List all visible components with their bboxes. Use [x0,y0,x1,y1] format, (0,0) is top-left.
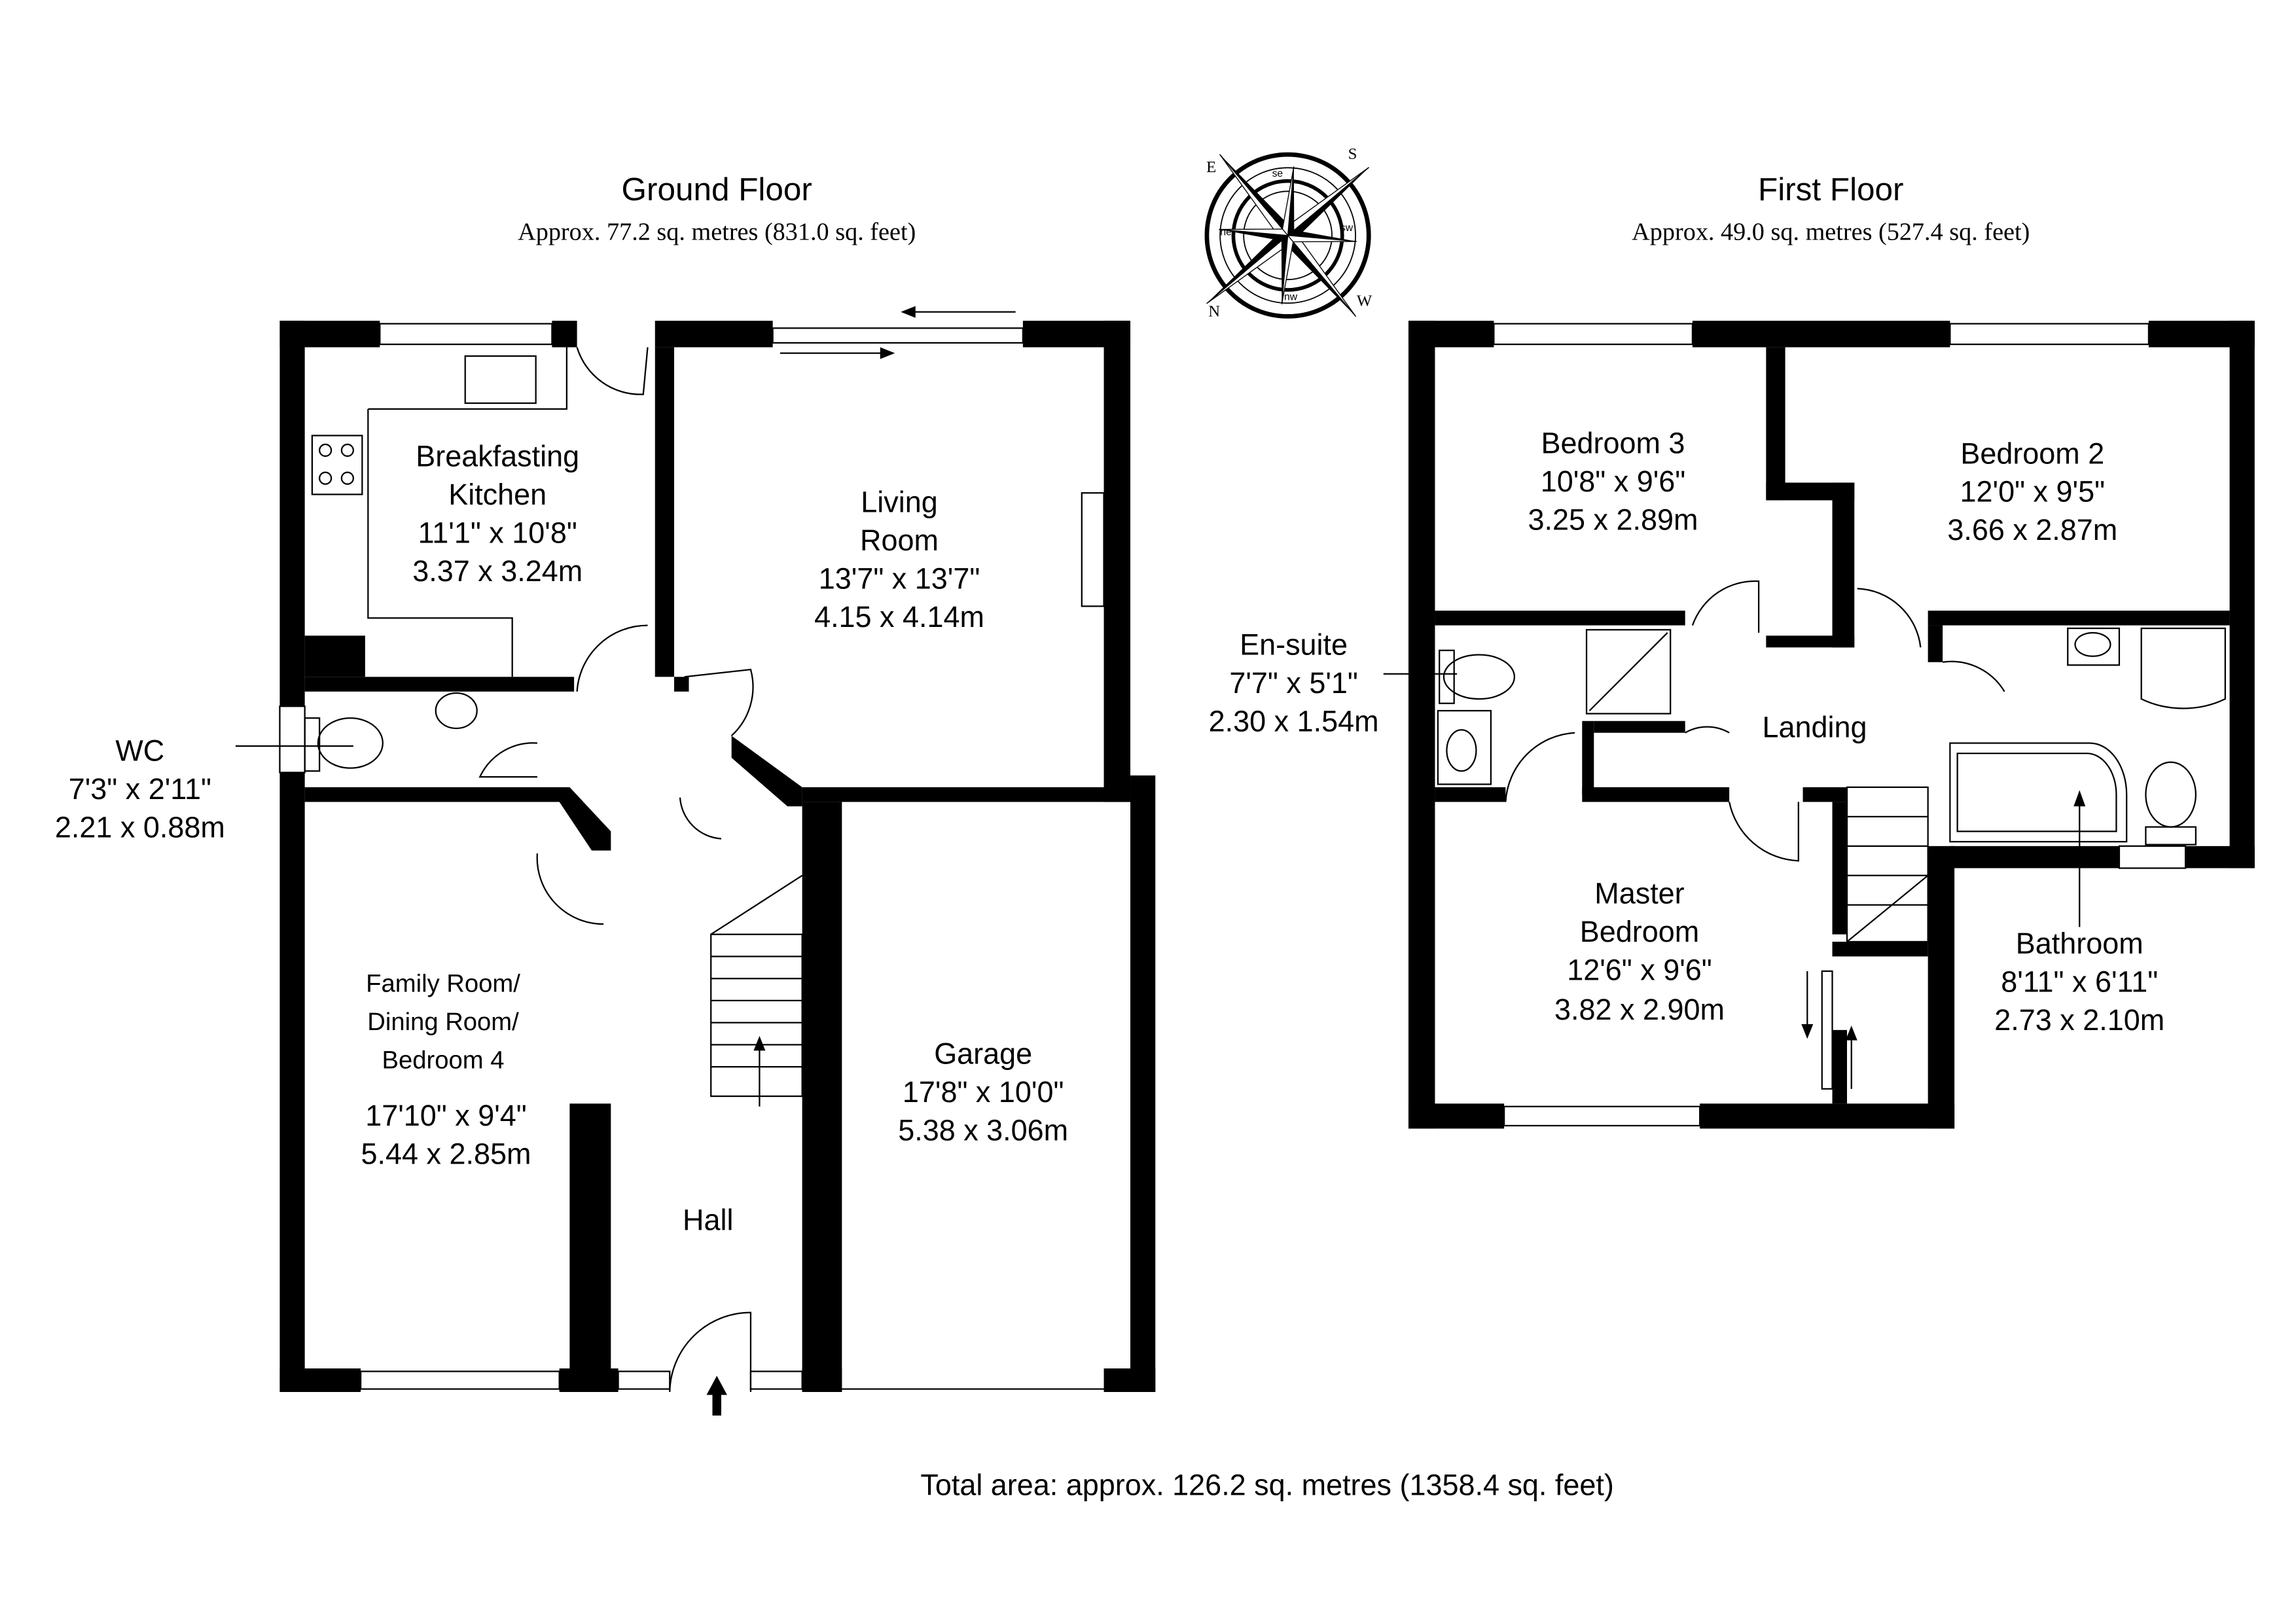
svg-text:2.30 x 1.54m: 2.30 x 1.54m [1209,704,1379,738]
svg-text:2.73 x 2.10m: 2.73 x 2.10m [1994,1003,2164,1037]
first-floor-walls [1383,321,2255,1129]
svg-text:Bedroom: Bedroom [1580,915,1699,948]
total-area: Total area: approx. 126.2 sq. metres (13… [920,1468,1614,1501]
svg-text:17'10" x 9'4": 17'10" x 9'4" [365,1099,527,1132]
room-bedroom-3: Bedroom 3 10'8" x 9'6" 3.25 x 2.89m [1528,427,1698,537]
room-garage: Garage 17'8" x 10'0" 5.38 x 3.06m [898,1037,1068,1147]
svg-text:7'3" x 2'11": 7'3" x 2'11" [69,772,211,806]
svg-text:4.15 x 4.14m: 4.15 x 4.14m [814,600,984,633]
svg-text:N: N [1208,302,1220,320]
room-family: Family Room/ Dining Room/ Bedroom 4 17'1… [361,969,531,1170]
svg-text:5.38 x 3.06m: 5.38 x 3.06m [898,1114,1068,1147]
room-landing: Landing [1763,710,1867,743]
room-master-bedroom: Master Bedroom 12'6" x 9'6" 3.82 x 2.90m [1554,877,1725,1027]
svg-text:10'8" x 9'6": 10'8" x 9'6" [1541,465,1686,498]
svg-text:3.25 x 2.89m: 3.25 x 2.89m [1528,503,1698,536]
svg-text:En-suite: En-suite [1240,628,1348,662]
svg-text:Dining Room/: Dining Room/ [367,1008,519,1036]
room-bedroom-2: Bedroom 2 12'0" x 9'5" 3.66 x 2.87m [1947,437,2117,546]
svg-text:Master: Master [1594,877,1684,910]
svg-text:12'6" x 9'6": 12'6" x 9'6" [1567,953,1712,986]
svg-text:Kitchen: Kitchen [448,478,547,511]
svg-text:Living: Living [861,485,937,518]
stairs-first [1846,786,1929,943]
svg-text:8'11" x 6'11": 8'11" x 6'11" [2001,965,2158,998]
ground-floor-area: Approx. 77.2 sq. metres (831.0 sq. feet) [518,218,916,245]
room-bathroom: Bathroom 8'11" x 6'11" 2.73 x 2.10m [1994,927,2164,1037]
svg-text:Bedroom 2: Bedroom 2 [1960,437,2104,470]
svg-text:2.21 x 0.88m: 2.21 x 0.88m [55,810,225,844]
room-ensuite: En-suite 7'7" x 5'1" 2.30 x 1.54m [1209,628,1379,738]
svg-text:12'0" x 9'5": 12'0" x 9'5" [1960,475,2106,508]
svg-text:ne: ne [1220,227,1232,238]
svg-text:sw: sw [1340,223,1354,234]
svg-text:WC: WC [115,734,164,767]
svg-text:E: E [1206,158,1216,176]
svg-text:Bedroom 3: Bedroom 3 [1541,427,1685,460]
svg-text:11'1" x 10'8": 11'1" x 10'8" [418,516,577,550]
svg-text:Bathroom: Bathroom [2016,927,2144,960]
svg-text:5.44 x 2.85m: 5.44 x 2.85m [361,1137,531,1170]
first-floor-area: Approx. 49.0 sq. metres (527.4 sq. feet) [1632,218,2030,245]
ground-floor-walls [279,306,1156,1416]
room-kitchen: Breakfasting Kitchen 11'1" x 10'8" 3.37 … [412,440,583,588]
compass-rose-icon: E S N W se ne sw nw [1204,145,1372,320]
svg-text:Family Room/: Family Room/ [366,969,520,997]
first-floor-title: First Floor [1758,171,1904,207]
svg-text:Garage: Garage [934,1037,1032,1071]
svg-text:7'7" x 5'1": 7'7" x 5'1" [1229,666,1358,700]
svg-text:Room: Room [860,524,939,557]
svg-text:13'7" x 13'7": 13'7" x 13'7" [819,562,980,595]
svg-text:nw: nw [1284,292,1298,303]
room-hall: Hall [683,1204,733,1237]
svg-text:Bedroom 4: Bedroom 4 [382,1046,505,1074]
svg-text:Breakfasting: Breakfasting [416,440,579,473]
svg-text:17'8" x 10'0": 17'8" x 10'0" [903,1075,1064,1109]
svg-text:3.66 x 2.87m: 3.66 x 2.87m [1947,513,2117,546]
svg-text:S: S [1348,145,1357,163]
svg-text:3.82 x 2.90m: 3.82 x 2.90m [1554,993,1725,1026]
ground-floor-title: Ground Floor [622,171,812,207]
svg-text:W: W [1357,293,1372,310]
stairs-ground [710,874,803,1107]
svg-text:3.37 x 3.24m: 3.37 x 3.24m [412,554,583,588]
room-wc: WC 7'3" x 2'11" 2.21 x 0.88m [55,734,353,844]
svg-text:se: se [1272,168,1283,179]
room-living: Living Room 13'7" x 13'7" 4.15 x 4.14m [814,485,984,633]
